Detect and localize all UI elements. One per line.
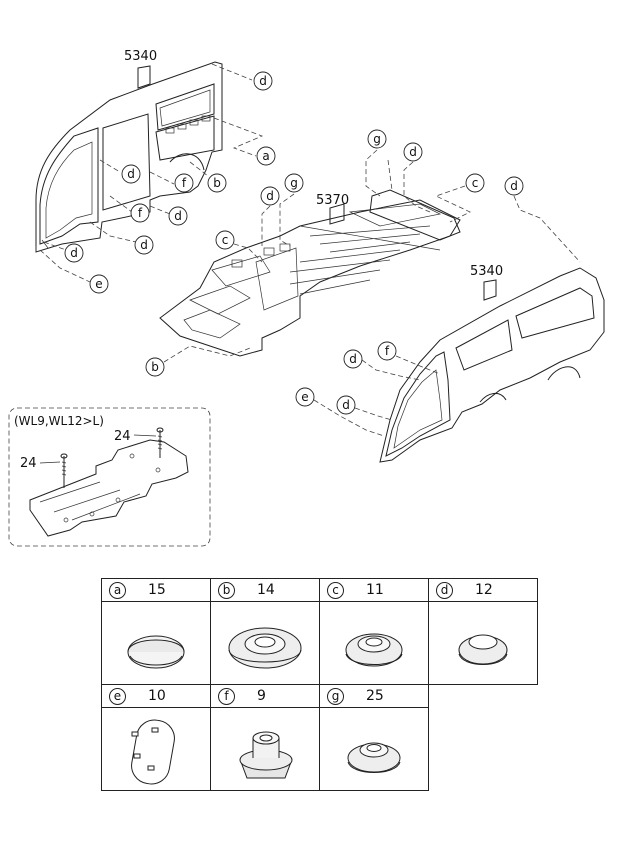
svg-text:g: g [290,176,298,190]
svg-text:d: d [70,246,78,260]
grommet-qty: 12 [475,582,493,598]
grommet-qty: 10 [148,688,166,704]
svg-text:d: d [349,352,357,366]
grommet-letter: f [218,688,235,705]
svg-text:d: d [342,398,350,412]
part-label-5340-right: 5340 [470,264,503,279]
grommet-a-image [127,635,185,669]
grommet-cell-empty [429,685,538,791]
grommet-qty: 9 [257,688,266,704]
left-side-panel [35,61,223,253]
svg-text:c: c [222,233,229,247]
grommet-letter: b [218,582,235,599]
svg-text:b: b [151,360,159,374]
part-label-5340-left: 5340 [124,49,157,64]
right-panel-callouts: d d f e d [295,176,581,437]
grommet-cell-b: b 14 [210,578,320,685]
svg-text:d: d [259,74,267,88]
grommet-qty: 14 [257,582,275,598]
svg-text:d: d [127,167,135,181]
grommet-letter: c [327,582,344,599]
grommet-letter: e [109,688,126,705]
grommet-qty: 25 [366,688,384,704]
left-panel-callouts: d a b d f f d d d e [39,63,276,294]
right-side-panel [379,267,605,463]
svg-text:a: a [262,149,269,163]
svg-text:f: f [182,176,187,190]
svg-text:d: d [510,179,518,193]
svg-text:d: d [409,145,417,159]
bolt-label-2: 24 [20,456,37,471]
svg-text:b: b [213,176,221,190]
svg-text:f: f [385,344,390,358]
grommet-letter: g [327,688,344,705]
grommet-g-image [347,742,401,773]
grommet-e-image [131,719,175,785]
svg-text:f: f [138,206,143,220]
inset-title: (WL9,WL12>L) [14,414,104,428]
grommet-f-image [239,731,293,779]
svg-text:e: e [301,390,308,404]
grommet-table: a 15 b 14 c 11 [101,578,538,791]
floor-callouts: g d c d g c b [145,129,485,377]
grommet-qty: 15 [148,582,166,598]
grommet-letter: d [436,582,453,599]
floor-panel [159,189,461,357]
grommet-cell-g: g 25 [319,684,429,791]
grommet-letter: a [109,582,126,599]
svg-text:g: g [373,132,381,146]
grommet-b-image [228,627,302,669]
svg-text:d: d [174,209,182,223]
svg-text:e: e [95,277,102,291]
grommet-cell-e: e 10 [101,684,211,791]
grommet-cell-a: a 15 [101,578,211,685]
grommet-cell-c: c 11 [319,578,429,685]
grommet-qty: 11 [366,582,384,598]
svg-text:d: d [266,189,274,203]
svg-text:d: d [140,238,148,252]
svg-text:c: c [472,176,479,190]
bolt-label-1: 24 [114,429,131,444]
grommet-d-image [458,634,508,665]
grommet-c-image [345,633,403,667]
inset-box: (WL9,WL12>L) [8,407,211,547]
grommet-cell-d: d 12 [428,578,538,685]
part-label-5370: 5370 [316,193,349,208]
